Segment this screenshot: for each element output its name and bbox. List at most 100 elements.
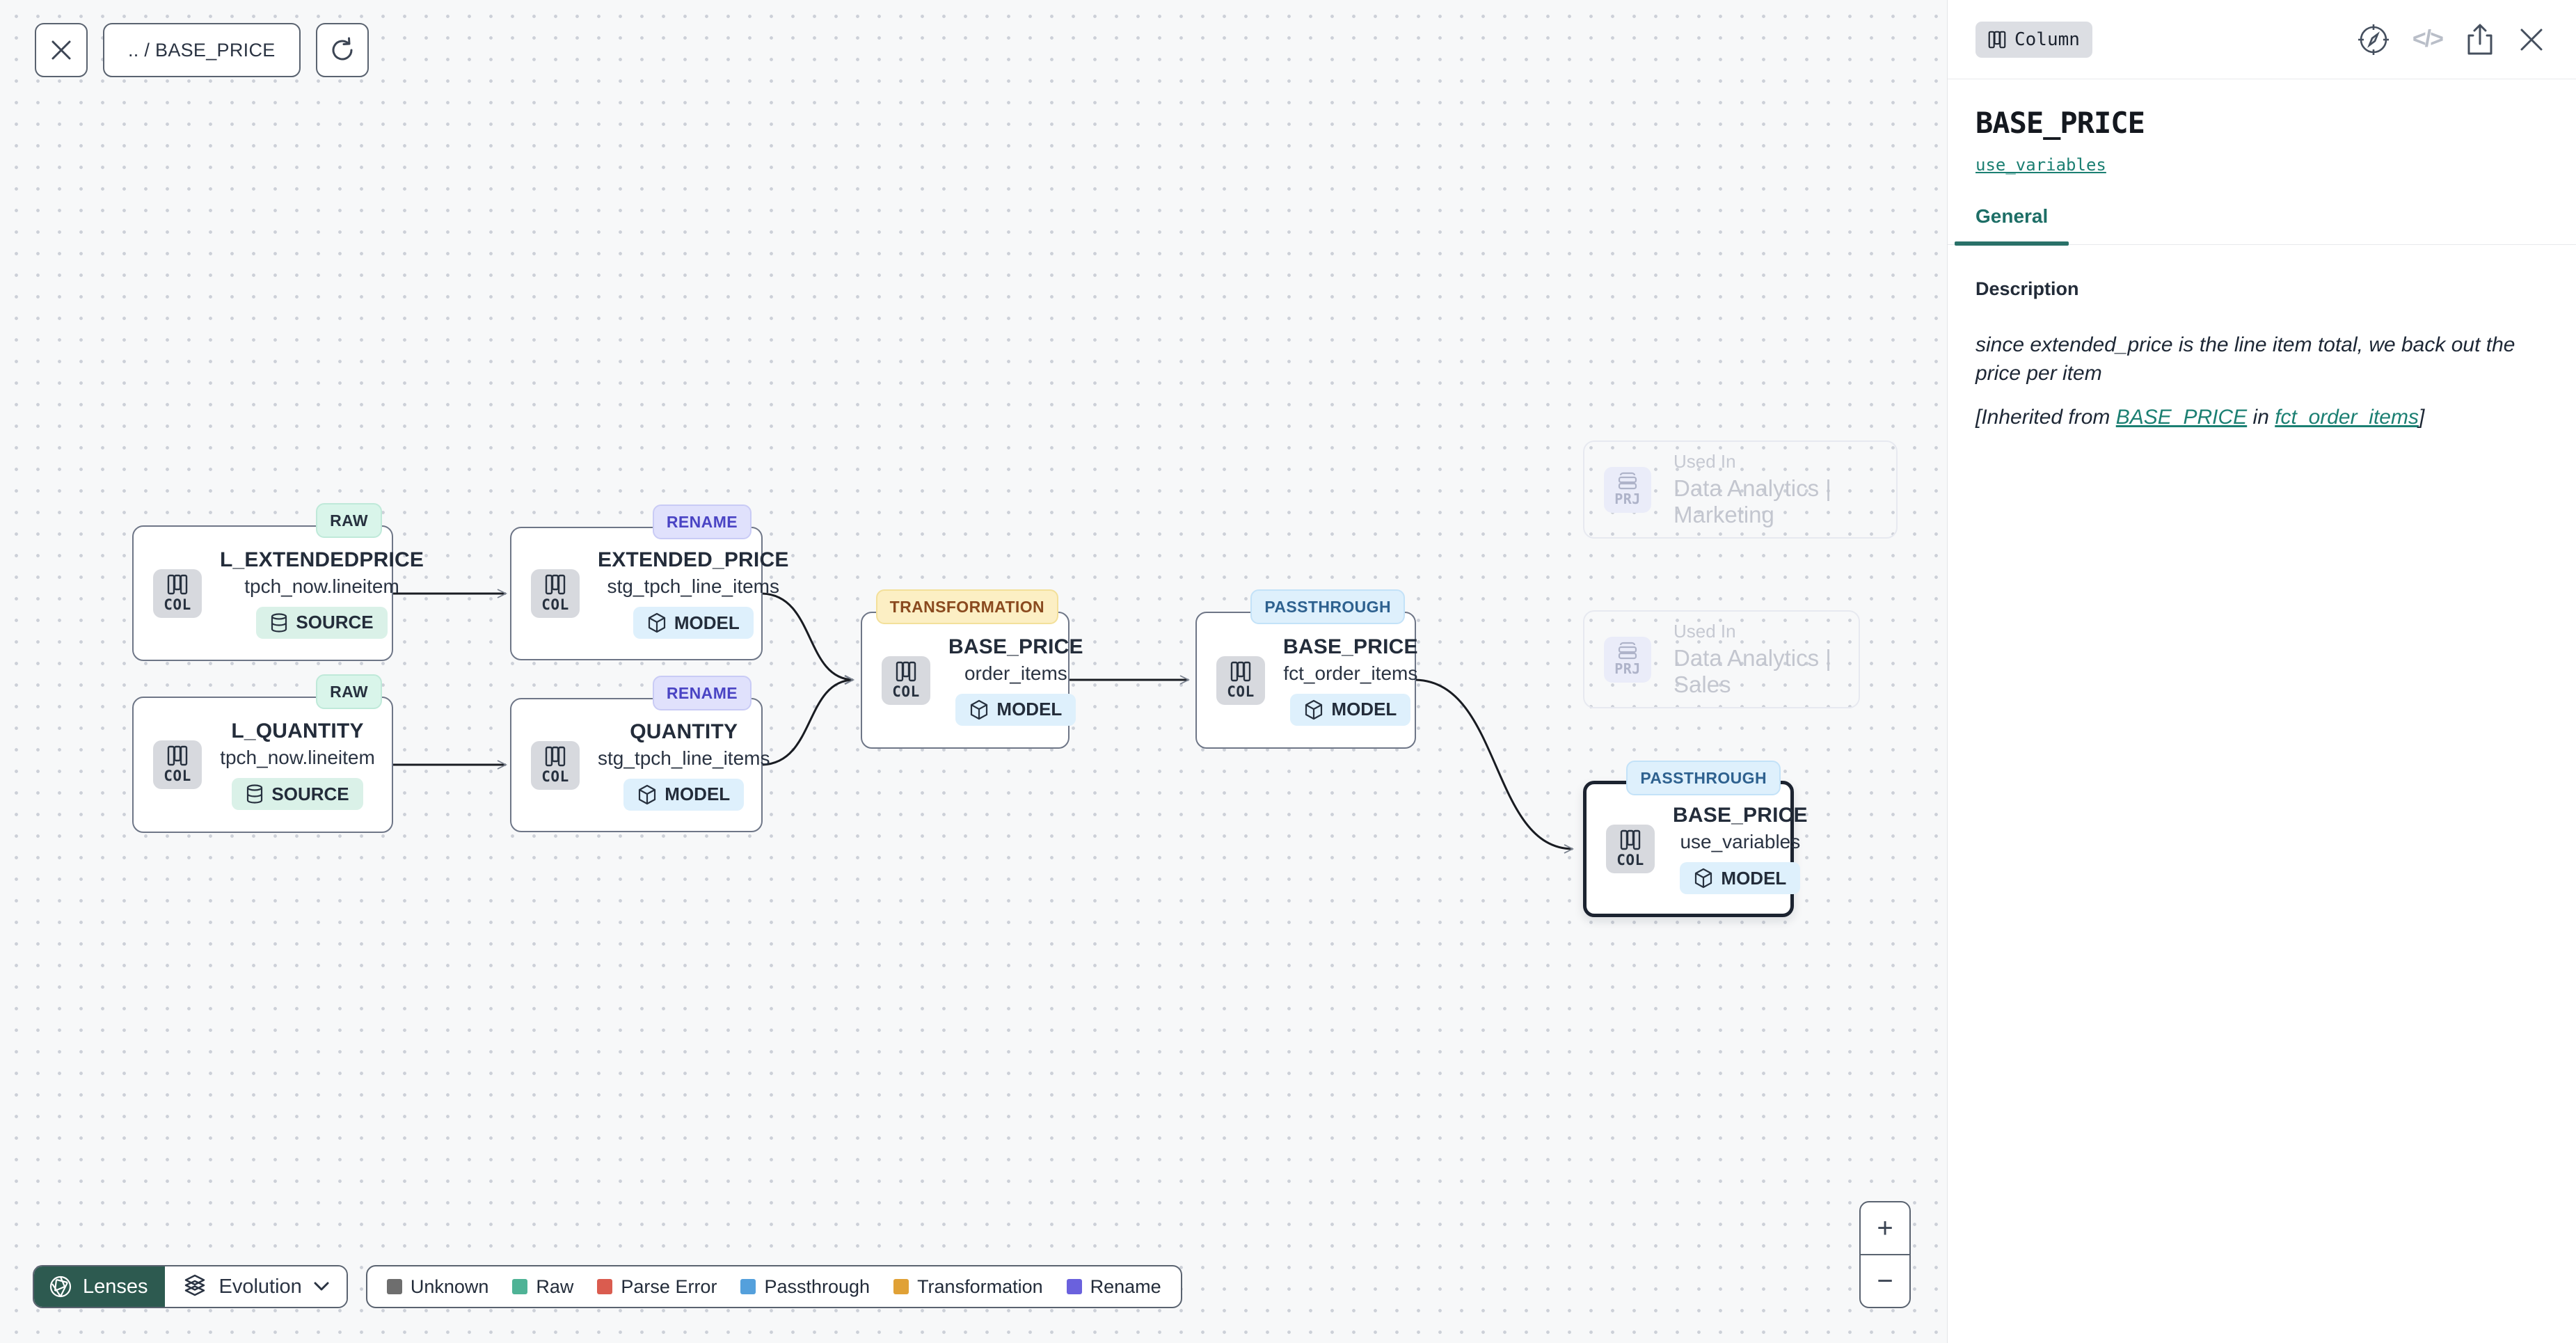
node-badge: RENAME [652,676,752,710]
used-in-card-sales: PRJ Used In Data Analytics | Sales [1583,610,1860,708]
columns-icon [167,745,188,766]
node-badge: PASSTHROUGH [1250,589,1405,624]
node-l-extendedprice[interactable]: RAW COL L_EXTENDEDPRICE tpch_now.lineite… [132,503,424,661]
node-badge: RAW [316,674,382,709]
used-in-label: Used In [1673,451,1736,472]
node-title: L_QUANTITY [231,720,364,742]
columns-icon [896,661,916,681]
legend-swatch [740,1279,756,1294]
breadcrumb[interactable]: .. / BASE_PRICE [103,23,301,77]
node-badge: RENAME [652,504,752,539]
legend-item: Transformation [893,1276,1043,1298]
columns-icon [545,574,566,595]
legend-swatch [893,1279,909,1294]
columns-icon [1988,31,2006,48]
legend-swatch [386,1279,402,1294]
details-panel: Column </> BASE_PRICE use_variables Gene… [1947,0,2576,1343]
panel-header: Column </> [1948,0,2576,79]
source-pill: SOURCE [256,606,388,639]
column-chip: COL [882,655,930,705]
column-chip: COL [1606,825,1655,873]
panel-tabs: General [1948,205,2576,246]
legend-swatch [597,1279,613,1294]
node-base-price-fct-order-items[interactable]: PASSTHROUGH COL BASE_PRICE fct_order_ite… [1195,589,1418,749]
node-base-price-order-items[interactable]: TRANSFORMATION COL BASE_PRICE order_item… [861,589,1083,749]
node-base-price-use-variables[interactable]: PASSTHROUGH COL BASE_PRICE use_variables… [1583,761,1808,917]
columns-icon [1230,661,1251,681]
layers-icon [184,1274,205,1296]
node-subtitle: tpch_now.lineitem [220,747,375,768]
close-panel-button[interactable] [2518,26,2545,54]
refresh-icon [332,37,353,61]
used-in-name: Data Analytics | Marketing [1673,475,1831,527]
lineage-canvas[interactable]: .. / BASE_PRICE RAW COL L_EXTENDEDPRICE … [0,0,1947,1343]
inherited-model-link[interactable]: fct_order_items [2275,406,2419,429]
node-extended-price[interactable]: RENAME COL EXTENDED_PRICE stg_tpch_line_… [510,504,788,660]
used-in-card-marketing: PRJ Used In Data Analytics | Marketing [1583,440,1898,539]
node-subtitle: fct_order_items [1283,662,1418,684]
close-icon [2520,29,2543,50]
node-title: BASE_PRICE [1283,635,1418,658]
node-title: QUANTITY [630,720,738,743]
column-chip: COL [153,740,202,789]
bottom-controls: Lenses Evolution Unknown Raw Parse Error… [33,1265,1182,1308]
description-inherited: [Inherited from BASE_PRICE in fct_order_… [1975,406,2425,429]
inherited-column-link[interactable]: BASE_PRICE [2115,406,2248,429]
columns-icon [167,574,188,594]
model-pill: MODEL [623,778,745,811]
used-in-label: Used In [1673,621,1736,642]
node-title: L_EXTENDEDPRICE [220,548,424,571]
node-title: BASE_PRICE [948,635,1083,658]
legend-swatch [512,1279,528,1294]
share-icon [2467,24,2492,54]
legend-item: Raw [512,1276,573,1298]
breadcrumb-label: .. / BASE_PRICE [128,39,276,61]
legend-swatch [1066,1279,1082,1294]
column-chip: COL [153,569,202,618]
explore-lineage-button[interactable] [2357,23,2390,56]
tab-general[interactable]: General [1954,205,2069,246]
used-in-name: Data Analytics | Sales [1673,645,1831,697]
node-badge: TRANSFORMATION [875,589,1058,624]
canvas-toolbar: .. / BASE_PRICE [35,23,369,77]
description-text: since extended_price is the line item to… [1975,333,2515,385]
lenses-button[interactable]: Lenses [34,1266,165,1307]
node-title: BASE_PRICE [1673,804,1808,827]
node-quantity[interactable]: RENAME COL QUANTITY stg_tpch_line_items … [510,676,770,832]
columns-icon [1620,829,1641,850]
source-pill: SOURCE [232,778,363,810]
close-icon [51,40,71,60]
zoom-in-button[interactable]: + [1861,1202,1909,1255]
view-code-button[interactable]: </> [2412,26,2444,52]
cube-icon [648,612,665,633]
database-icon [247,784,263,804]
legend-item: Passthrough [740,1276,870,1298]
database-icon [271,612,287,633]
share-button[interactable] [2465,23,2495,56]
model-pill: MODEL [1290,693,1411,726]
cube-icon [971,699,988,720]
model-pill: MODEL [955,693,1076,726]
entity-type-badge: Column [1975,21,2092,58]
node-subtitle: use_variables [1680,831,1801,852]
node-subtitle: stg_tpch_line_items [598,747,770,769]
refresh-button[interactable] [315,23,369,77]
panel-title: BASE_PRICE [1975,106,2145,140]
model-link[interactable]: use_variables [1975,155,2106,175]
cube-icon [1305,699,1323,720]
legend-item: Rename [1066,1276,1161,1298]
project-icon [1618,472,1637,490]
node-subtitle: stg_tpch_line_items [607,575,779,597]
close-lineage-button[interactable] [35,23,88,77]
column-chip: COL [1216,655,1265,705]
node-l-quantity[interactable]: RAW COL L_QUANTITY tpch_now.lineitem SOU… [132,674,393,833]
zoom-out-button[interactable]: − [1877,1265,1893,1296]
lens-legend: Unknown Raw Parse Error Passthrough Tran… [365,1265,1182,1308]
lens-aperture-icon [49,1276,72,1298]
legend-item: Unknown [386,1276,488,1298]
node-badge: PASSTHROUGH [1626,761,1781,795]
evolution-dropdown[interactable]: Evolution [164,1266,347,1307]
legend-item: Parse Error [597,1276,717,1298]
model-pill: MODEL [1680,862,1801,894]
node-title: EXTENDED_PRICE [598,548,789,571]
